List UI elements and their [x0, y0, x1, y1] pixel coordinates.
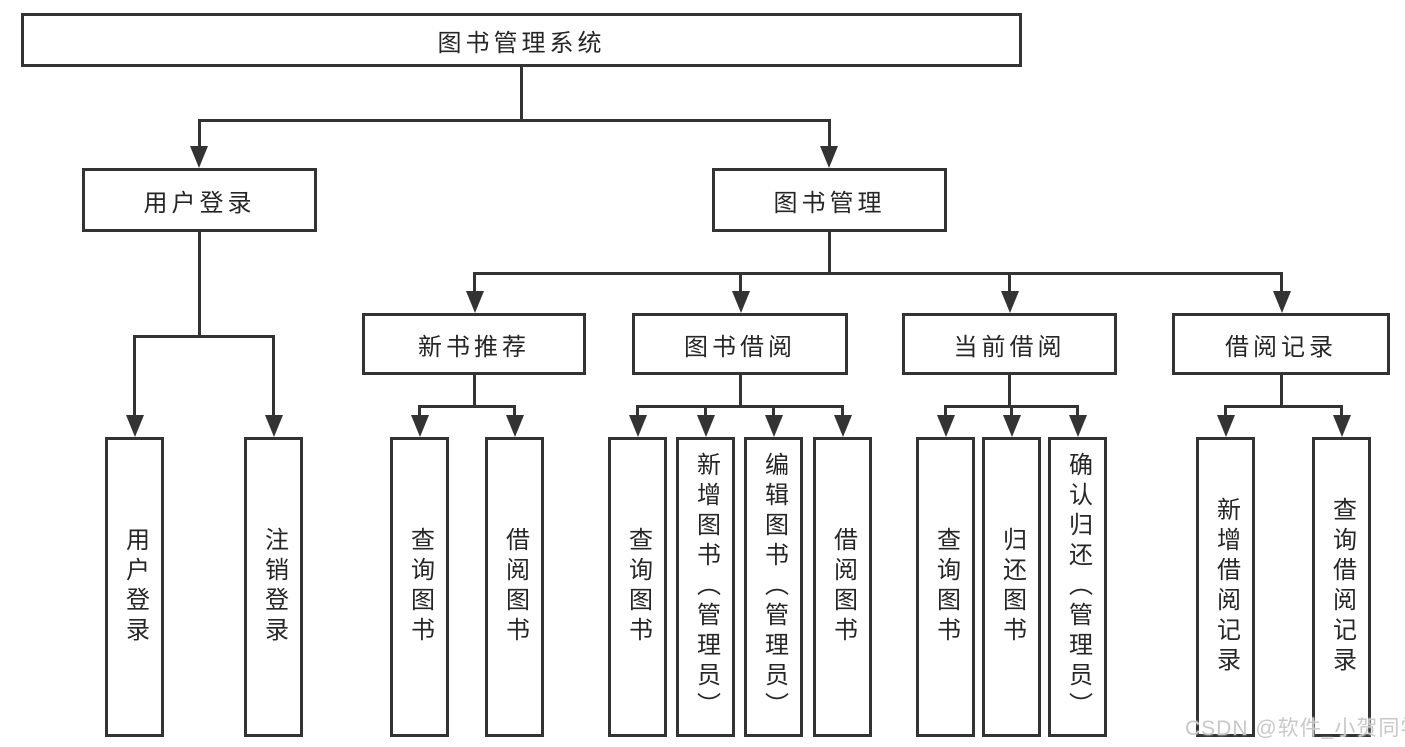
leaf-borrowing-query: 查询图书 [608, 437, 667, 737]
arrowhead-icon [765, 415, 783, 437]
connector-bookmgmt-stub-2 [739, 272, 742, 293]
arrowhead-icon [466, 291, 484, 313]
connector-records-hline [1224, 405, 1343, 408]
connector-newbooks-stub-1 [418, 405, 421, 418]
connector-root-stub-left [198, 119, 201, 148]
leaf-user-login: 用户登录 [105, 437, 164, 737]
arrowhead-icon [732, 291, 750, 313]
node-user-login: 用户登录 [82, 168, 317, 232]
arrowhead-icon [190, 146, 208, 168]
node-book-management: 图书管理 [712, 168, 947, 232]
arrowhead-icon [506, 415, 524, 437]
leaf-borrowing-add: 新增图书（管理员） [676, 437, 735, 737]
connector-bookmgmt-stub-1 [473, 272, 476, 293]
arrowhead-icon [126, 415, 144, 437]
node-root: 图书管理系统 [21, 13, 1022, 67]
connector-borrowing-stub-1 [636, 405, 639, 418]
arrowhead-icon [1333, 415, 1351, 437]
connector-newbooks-hline [418, 405, 516, 408]
connector-root-hline [198, 119, 831, 122]
connector-current-stub-2 [1010, 405, 1013, 418]
node-borrow-records: 借阅记录 [1172, 313, 1390, 375]
leaf-newbooks-query: 查询图书 [390, 437, 449, 737]
leaf-current-return: 归还图书 [982, 437, 1041, 737]
connector-bookmgmt-stub-4 [1280, 272, 1283, 293]
connector-current-stub-3 [1076, 405, 1079, 418]
leaf-current-query: 查询图书 [916, 437, 975, 737]
connector-root-stub-right [828, 119, 831, 148]
connector-records-stub-1 [1224, 405, 1227, 418]
connector-userlogin-stub-2 [272, 335, 275, 417]
arrowhead-icon [411, 415, 429, 437]
connector-borrowing-vline [739, 375, 742, 405]
arrowhead-icon [1001, 291, 1019, 313]
connector-current-vline [1008, 375, 1011, 405]
connector-newbooks-stub-2 [513, 405, 516, 418]
arrowhead-icon [697, 415, 715, 437]
connector-userlogin-stub-1 [133, 335, 136, 417]
node-book-borrowing: 图书借阅 [632, 313, 848, 375]
node-current-borrowing: 当前借阅 [902, 313, 1117, 375]
arrowhead-icon [834, 415, 852, 437]
leaf-current-confirm-return: 确认归还（管理员） [1048, 437, 1107, 737]
connector-bookmgmt-stub-3 [1008, 272, 1011, 293]
connector-newbooks-vline [473, 375, 476, 405]
arrowhead-icon [1217, 415, 1235, 437]
leaf-logout: 注销登录 [244, 437, 303, 737]
arrowhead-icon [937, 415, 955, 437]
connector-userlogin-hline [133, 335, 275, 338]
leaf-newbooks-borrow: 借阅图书 [485, 437, 544, 737]
connector-records-stub-2 [1340, 405, 1343, 418]
connector-bookmgmt-hline [473, 272, 1283, 275]
node-new-books: 新书推荐 [362, 313, 586, 375]
connector-bookmgmt-vline [828, 232, 831, 272]
leaf-records-add: 新增借阅记录 [1196, 437, 1255, 737]
arrowhead-icon [1003, 415, 1021, 437]
watermark: CSDN @软件_小贺同学 [1185, 717, 1405, 740]
leaf-records-query: 查询借阅记录 [1312, 437, 1371, 737]
connector-borrowing-stub-4 [841, 405, 844, 418]
connector-userlogin-vline [198, 232, 201, 335]
arrowhead-icon [820, 146, 838, 168]
leaf-borrowing-borrow: 借阅图书 [813, 437, 872, 737]
connector-root-vline [520, 67, 523, 119]
arrowhead-icon [629, 415, 647, 437]
connector-records-vline [1280, 375, 1283, 405]
arrowhead-icon [265, 415, 283, 437]
connector-borrowing-stub-2 [704, 405, 707, 418]
connector-borrowing-stub-3 [772, 405, 775, 418]
arrowhead-icon [1273, 291, 1291, 313]
connector-current-stub-1 [944, 405, 947, 418]
arrowhead-icon [1069, 415, 1087, 437]
connector-borrowing-hline [636, 405, 844, 408]
leaf-borrowing-edit: 编辑图书（管理员） [744, 437, 803, 737]
